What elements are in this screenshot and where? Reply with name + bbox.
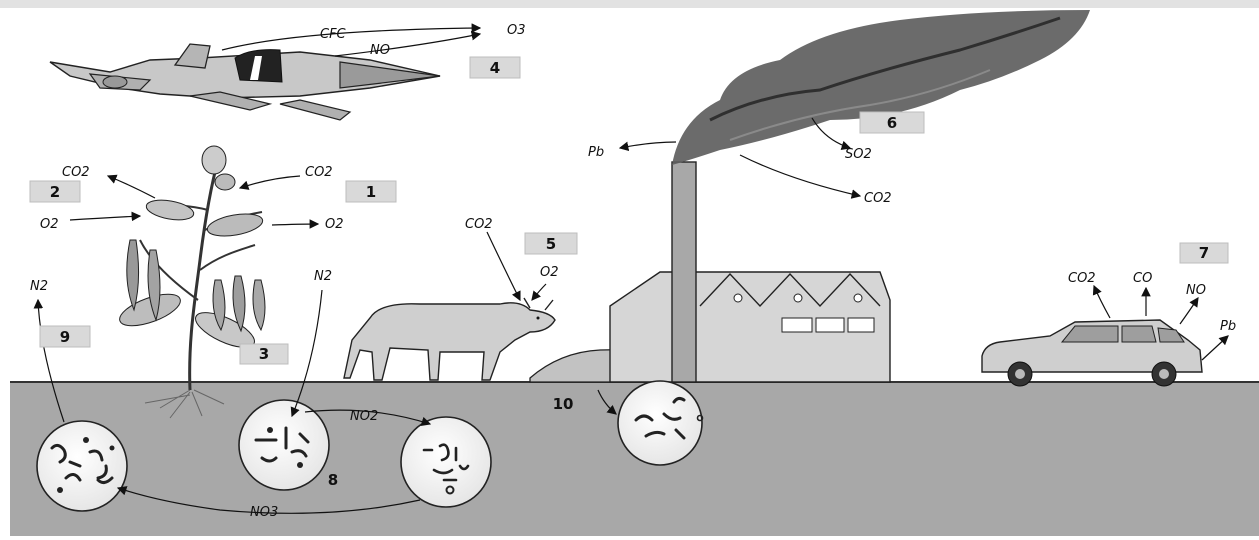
- svg-text:4: 4: [490, 59, 500, 77]
- o2-cow-label: O2: [540, 265, 559, 280]
- o3-label: O3: [507, 23, 526, 38]
- o2-plant-in-arrow: [70, 216, 140, 220]
- no-label-plane: NO: [370, 43, 390, 58]
- smoke-icon: [672, 10, 1090, 165]
- no-arrow: [335, 34, 480, 56]
- n2-left-label: N2: [30, 279, 48, 294]
- o2-cow-arrow: [532, 284, 546, 300]
- cfc-label: CFC: [320, 27, 347, 42]
- marker-10: 10: [553, 395, 574, 413]
- svg-text:9: 9: [60, 328, 70, 346]
- no-car-label: NO: [1186, 283, 1206, 298]
- co2-factory-arrow: [740, 155, 860, 196]
- cow-icon: [344, 298, 555, 380]
- co2-cow-label: CO2: [465, 217, 493, 232]
- marker-1: 1: [346, 181, 396, 202]
- marker-7: 7: [1180, 243, 1228, 263]
- marker-6: 6: [860, 112, 924, 133]
- svg-text:7: 7: [1199, 244, 1209, 262]
- o2-plant-left: O2: [40, 217, 59, 232]
- pb-car-arrow: [1202, 336, 1228, 360]
- pb-factory-arrow: [620, 142, 676, 148]
- top-strip: [0, 0, 1259, 8]
- svg-text:5: 5: [546, 235, 556, 253]
- marker-9: 9: [40, 326, 90, 347]
- svg-text:3: 3: [259, 345, 269, 363]
- svg-text:2: 2: [50, 183, 60, 201]
- marker-8: 8: [328, 471, 338, 489]
- co2-car-arrow: [1094, 286, 1110, 318]
- so2-label: SO2: [845, 147, 872, 162]
- marker-3: 3: [240, 344, 288, 364]
- co2-car-label: CO2: [1068, 271, 1096, 286]
- o2-plant-out-arrow: [272, 224, 318, 225]
- factory-icon: [610, 162, 890, 382]
- pb-car-label: Pb: [1220, 319, 1236, 334]
- o2-plant-right: O2: [325, 217, 344, 232]
- n2-right-label: N2: [314, 269, 332, 284]
- no2-label: NO2: [350, 409, 378, 424]
- co2-factory-label: CO2: [864, 191, 892, 206]
- marker-5: 5: [525, 233, 577, 254]
- svg-text:6: 6: [887, 114, 897, 132]
- co2-plant-right: CO2: [305, 165, 333, 180]
- svg-text:1: 1: [366, 183, 376, 201]
- co2-plant-left: CO2: [62, 165, 90, 180]
- no-car-arrow: [1180, 298, 1198, 324]
- co2-plant-out-arrow: [108, 176, 155, 198]
- cfc-arrow: [222, 28, 480, 50]
- marker-4: 4: [470, 57, 520, 78]
- co2-plant-in-arrow: [240, 176, 300, 188]
- pb-factory-label: Pb: [588, 145, 604, 160]
- no3-label: NO3: [250, 505, 278, 520]
- co2-cow-arrow: [487, 232, 520, 300]
- co-car-label: CO: [1133, 271, 1152, 286]
- marker-2: 2: [30, 181, 80, 202]
- car-icon: [982, 320, 1202, 386]
